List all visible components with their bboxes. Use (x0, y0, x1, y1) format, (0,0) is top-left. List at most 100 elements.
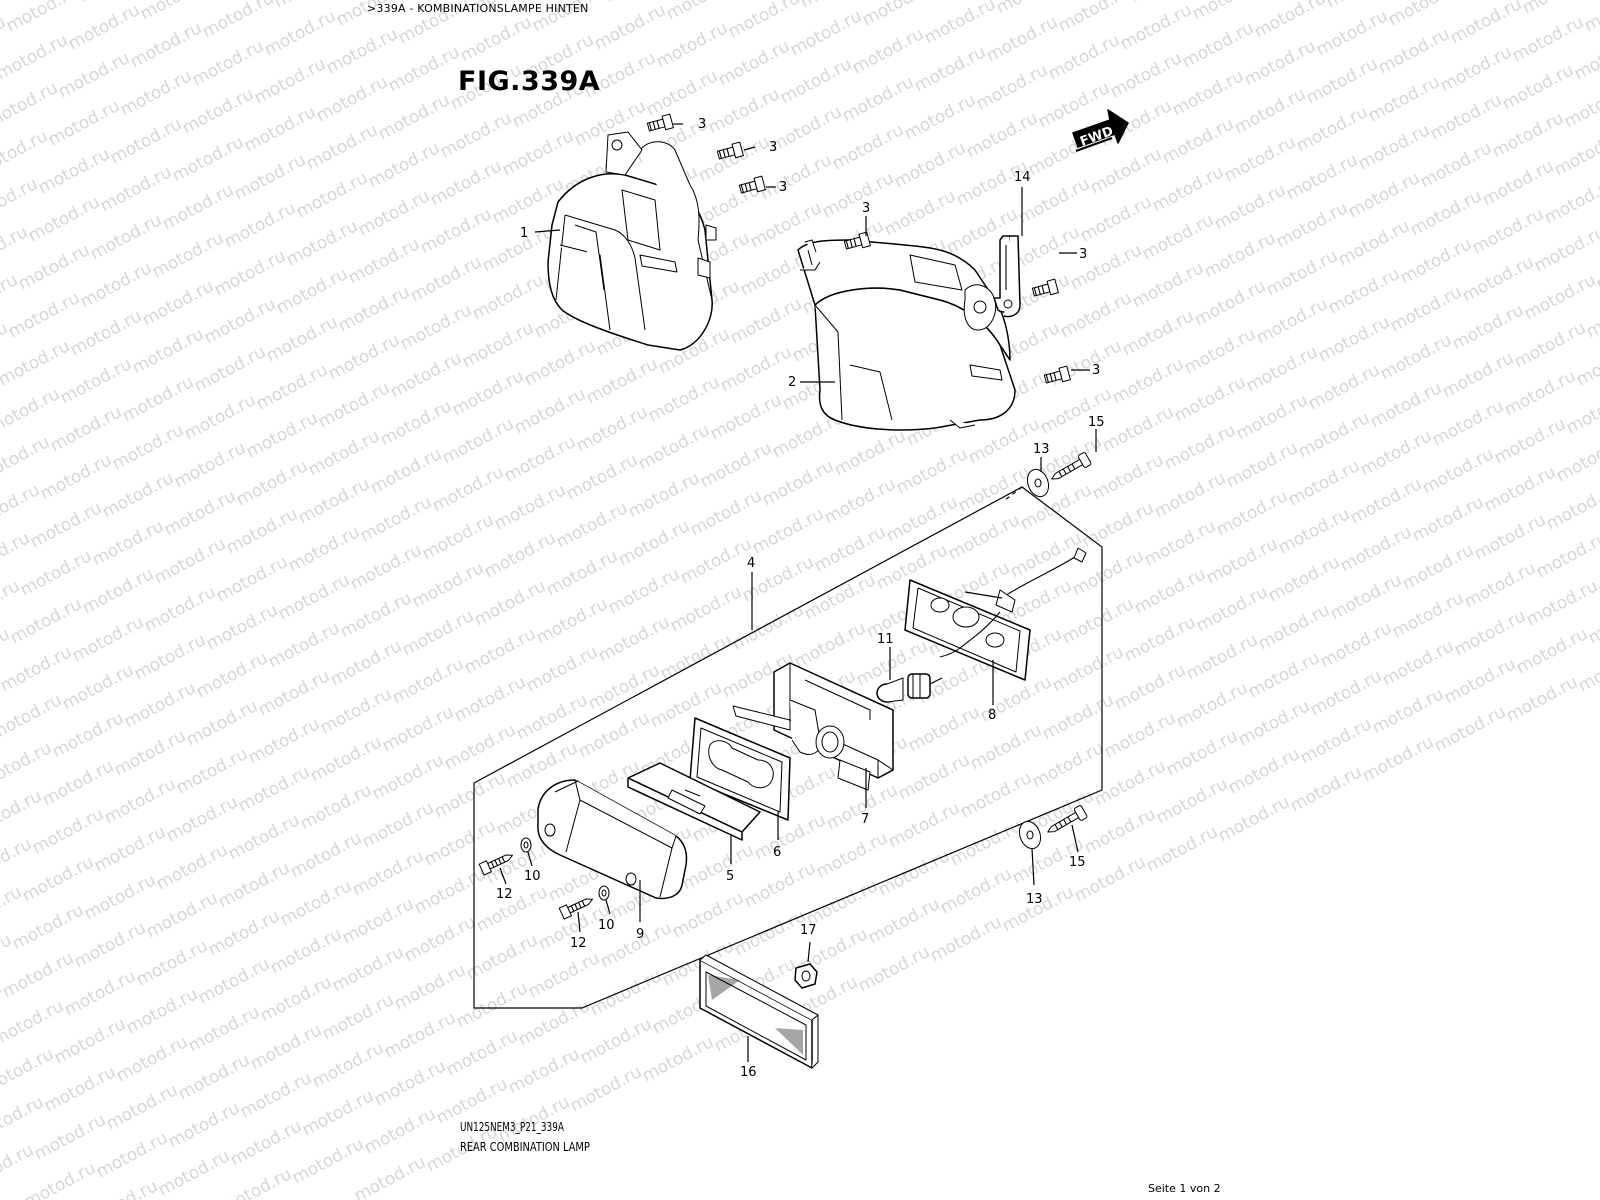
watermark-text: motod.ru (791, 618, 869, 672)
watermark-text: motod.ru (885, 798, 963, 852)
watermark-text: motod.ru (801, 570, 879, 624)
watermark-text: motod.ru (895, 750, 973, 804)
watermark-text: motod.ru (131, 630, 209, 684)
part-11-bulb[interactable] (876, 673, 943, 703)
watermark-text: motod.ru (1513, 624, 1591, 678)
callout-12: 12 (570, 936, 587, 951)
watermark-text: motod.ru (357, 492, 435, 546)
part-7-lamp-body[interactable] (732, 662, 894, 791)
watermark-text: motod.ru (1183, 630, 1261, 684)
watermark-text: motod.ru (1173, 678, 1251, 732)
screw-parts-12[interactable] (478, 850, 595, 920)
watermark-text: motod.ru (1149, 162, 1227, 216)
part-17-nut[interactable] (794, 963, 818, 989)
watermark-text: motod.ru (1111, 660, 1189, 714)
part-14-bracket[interactable] (993, 235, 1021, 318)
watermark-text: motod.ru (401, 912, 479, 966)
watermark-text: motod.ru (667, 582, 745, 636)
watermark-text: motod.ru (391, 960, 469, 1014)
part-1-housing[interactable] (547, 131, 717, 351)
watermark-text: motod.ru (149, 228, 227, 282)
watermark-text: motod.ru (21, 1158, 99, 1200)
part-8-socket-gasket[interactable] (904, 547, 1087, 681)
watermark-text: motod.ru (233, 456, 311, 510)
watermark-text: motod.ru (1129, 258, 1207, 312)
watermark-text: motod.ru (203, 600, 281, 654)
watermark-text: motod.ru (505, 1044, 583, 1098)
watermark-text: motod.ru (1079, 498, 1157, 552)
watermark-text: motod.ru (171, 438, 249, 492)
watermark-text: motod.ru (1287, 762, 1365, 816)
callout-3: 3 (862, 201, 870, 216)
screw-parts-3[interactable] (646, 113, 1071, 386)
watermark-text: motod.ru (811, 522, 889, 576)
watermark-text: motod.ru (153, 840, 231, 894)
watermark-text: motod.ru (297, 780, 375, 834)
watermark-text: motod.ru (821, 474, 899, 528)
watermark-text: motod.ru (195, 954, 273, 1008)
watermark-text: motod.ru (1225, 744, 1303, 798)
watermark-text: motod.ru (0, 948, 77, 1002)
watermark-text: motod.ru (1471, 510, 1549, 564)
watermark-text: motod.ru (1243, 342, 1321, 396)
part-16-reflector[interactable] (699, 954, 819, 1069)
watermark-text: motod.ru (883, 492, 961, 546)
part-5-lens[interactable] (627, 762, 761, 841)
watermark-text: motod.ru (351, 1152, 429, 1200)
screw-parts-15[interactable] (1044, 452, 1092, 838)
watermark-text: motod.ru (235, 762, 313, 816)
watermark-text: motod.ru (133, 936, 211, 990)
watermark-text: motod.ru (707, 390, 785, 444)
watermark-text: motod.ru (1253, 294, 1331, 348)
watermark-text: motod.ru (451, 672, 529, 726)
watermark-text: motod.ru (283, 216, 361, 270)
watermark-text: motod.ru (1203, 534, 1281, 588)
watermark-text: motod.ru (89, 516, 167, 570)
part-9-lens-housing[interactable] (537, 779, 688, 900)
watermark-text: motod.ru (93, 1128, 171, 1182)
watermark-text: motod.ru (181, 390, 259, 444)
watermark-text: motod.ru (1489, 108, 1567, 162)
watermark-text: motod.ru (127, 18, 205, 72)
washer-parts-13[interactable] (1016, 466, 1052, 851)
watermark-text: motod.ru (725, 0, 803, 42)
watermark-text: motod.ru (463, 930, 541, 984)
watermark-text: motod.ru (1191, 276, 1269, 330)
watermark-text: motod.ru (0, 642, 75, 696)
watermark-text: motod.ru (1459, 252, 1537, 306)
watermark-text: motod.ru (329, 942, 407, 996)
watermark-text: motod.ru (0, 336, 73, 390)
part-6-gasket[interactable] (689, 717, 791, 821)
part-2-housing[interactable] (797, 239, 1016, 431)
watermark-text: motod.ru (1007, 528, 1085, 582)
watermark-text: motod.ru (1379, 636, 1457, 690)
watermark-text: motod.ru (875, 846, 953, 900)
watermark-text: motod.ru (615, 516, 693, 570)
watermark-text: motod.ru (443, 1026, 521, 1080)
watermark-text: motod.ru (263, 312, 341, 366)
watermark-text: motod.ru (225, 810, 303, 864)
washer-parts-10[interactable] (520, 837, 610, 901)
watermark-text: motod.ru (1101, 708, 1179, 762)
watermark-text: motod.ru (231, 150, 309, 204)
watermark-text: motod.ru (1017, 480, 1095, 534)
watermark-text: motod.ru (31, 1110, 109, 1164)
watermark-text: motod.ru (973, 60, 1051, 114)
watermark-text: motod.ru (1179, 18, 1257, 72)
watermark-text: motod.ru (227, 1116, 305, 1170)
watermark-text: motod.ru (1359, 732, 1437, 786)
watermark-text: motod.ru (247, 1020, 325, 1074)
callout-16: 16 (740, 1065, 757, 1080)
watermark-text: motod.ru (567, 1062, 645, 1116)
watermark-text: motod.ru (151, 534, 229, 588)
watermark-text: motod.ru (1501, 366, 1579, 420)
watermark-text: motod.ru (855, 942, 933, 996)
watermark-text: motod.ru (543, 546, 621, 600)
watermark-text: motod.ru (37, 450, 115, 504)
watermark-text: motod.ru (669, 888, 747, 942)
watermark-text: motod.ru (47, 402, 125, 456)
watermark-text: motod.ru (1201, 228, 1279, 282)
watermark-text: motod.ru (9, 900, 87, 954)
watermark-text: motod.ru (369, 750, 447, 804)
watermark-text: motod.ru (1357, 426, 1435, 480)
